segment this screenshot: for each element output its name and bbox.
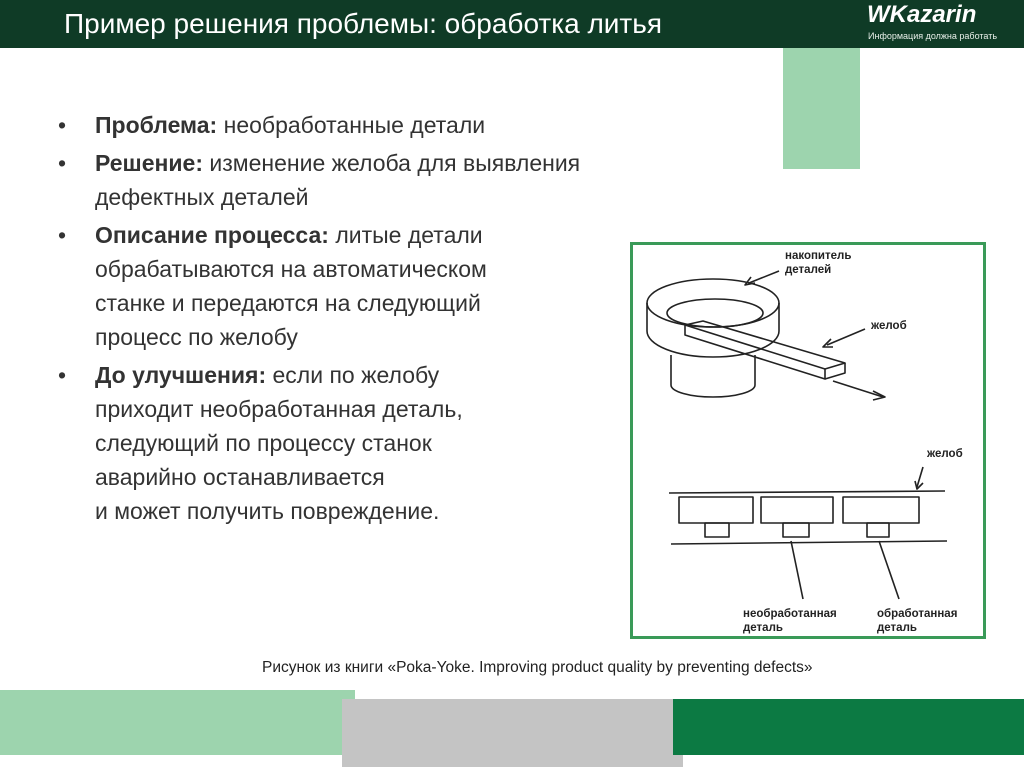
bullet-text: и может получить повреждение. [95, 498, 440, 524]
bullet-before: До улучшения: если по желобу приходит не… [58, 358, 580, 528]
label-chute-bottom: желоб [927, 448, 963, 460]
hopper-inner [666, 298, 764, 328]
chute-pointer [826, 328, 866, 346]
hopper-base [670, 355, 756, 398]
bullet-text: изменение желоба для выявления [209, 150, 581, 176]
bullet-process: Описание процесса: литые детали обрабаты… [58, 218, 580, 354]
bullet-text: обрабатываются на автоматическом [95, 256, 487, 282]
bullet-label: Решение: [95, 150, 204, 176]
processed-pointer [878, 540, 900, 600]
bullet-text: дефектных деталей [95, 184, 309, 210]
figure-caption: Рисунок из книги «Poka-Yoke. Improving p… [262, 659, 813, 676]
lower-chute-bottom [670, 540, 948, 545]
flow-arrow [832, 380, 884, 398]
part-3-processed [842, 496, 920, 524]
part-1 [678, 496, 754, 524]
bullet-problem: Проблема: необработанные детали [58, 108, 580, 142]
chute-bar [684, 320, 846, 370]
footer-bar-light-green [0, 690, 355, 755]
slide-title: Пример решения проблемы: обработка литья [64, 8, 663, 39]
bullet-text: необработанные детали [223, 112, 486, 138]
lower-chute-top [668, 490, 946, 494]
bullet-list: Проблема: необработанные детали Решение:… [58, 108, 580, 532]
bullet-text: аварийно останавливается [95, 464, 385, 490]
footer-bar-dark-green [673, 699, 1024, 755]
bullet-text: процесс по желобу [95, 324, 298, 350]
bullet-text: станке и передаются на следующий [95, 290, 481, 316]
label-chute-top: желоб [871, 320, 907, 332]
bullet-label: Описание процесса: [95, 222, 329, 248]
logo-name: WKazarin [867, 1, 977, 28]
footer-bar-gray [342, 699, 683, 767]
title-bar: Пример решения проблемы: обработка литья [0, 0, 860, 48]
bullet-solution: Решение: изменение желоба для выявления … [58, 146, 580, 214]
bullet-label: Проблема: [95, 112, 218, 138]
chute-diagram [646, 270, 948, 600]
logo-tagline: Информация должна работать [868, 31, 998, 41]
hopper-top [646, 278, 780, 328]
brand-logo: WKazarin Информация должна работать [860, 0, 1024, 48]
hopper-pointer [748, 270, 780, 284]
raw-pointer [790, 540, 804, 600]
part-2-raw [760, 496, 834, 524]
bullet-text: если по желобу [272, 362, 440, 388]
decorative-green-strip [783, 48, 860, 169]
bullet-text: приходит необработанная деталь, [95, 396, 463, 422]
bullet-text: литые детали [335, 222, 483, 248]
bullet-text: следующий по процессу станок [95, 430, 432, 456]
hopper-rim [646, 303, 780, 358]
bullet-label: До улучшения: [95, 362, 267, 388]
